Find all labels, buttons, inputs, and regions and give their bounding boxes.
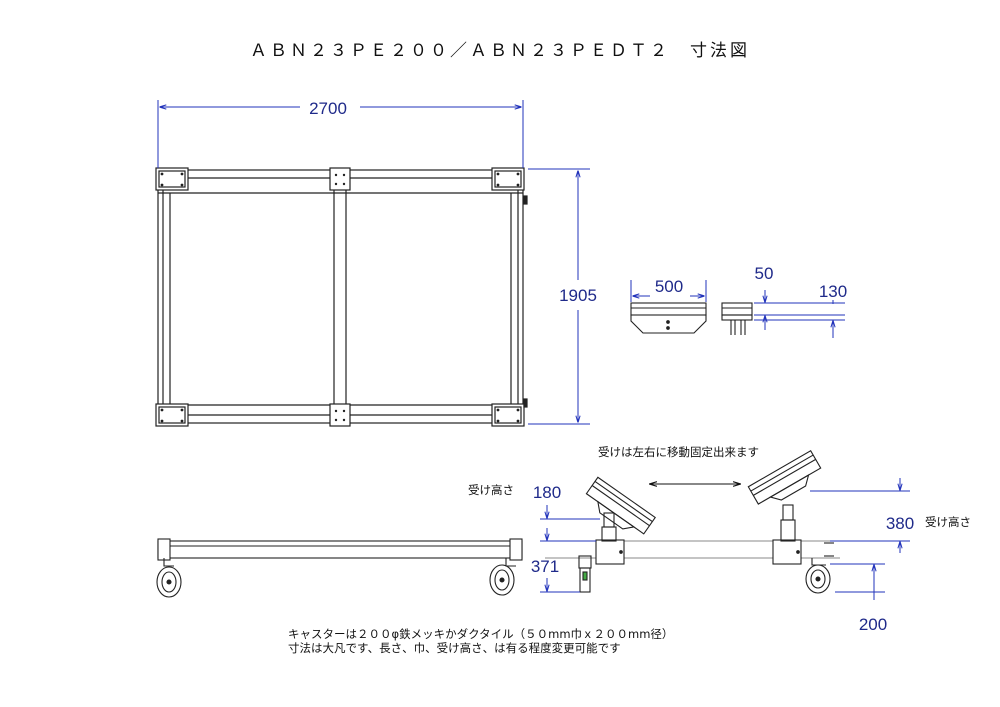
cradle-right xyxy=(747,449,822,505)
dim-bracket-height: 130 xyxy=(819,282,847,301)
drawing-title: ＡＢＮ２３ＰＥ２００／ＡＢＮ２３ＰＥＤＴ２ 寸法図 xyxy=(250,41,750,61)
plan-view xyxy=(155,167,528,427)
side-view xyxy=(156,538,523,598)
cradle-left xyxy=(585,476,656,535)
caster-end-right xyxy=(805,558,831,594)
dim-depth: 1905 xyxy=(559,286,597,305)
bracket-dimensions xyxy=(630,280,845,338)
caster-right xyxy=(489,558,516,596)
plan-frame-outer xyxy=(157,169,524,424)
end-dimensions xyxy=(540,478,910,600)
dim-receiver-left: 180 xyxy=(533,483,561,502)
dim-caster-height: 200 xyxy=(859,615,887,634)
note-caster: キャスターは２００φ鉄メッキかダクタイル（５０mm巾ｘ２００mm径） xyxy=(288,627,674,641)
dim-receiver-right: 380 xyxy=(886,514,914,533)
dim-bracket-thickness: 50 xyxy=(755,264,774,283)
caster-left xyxy=(156,558,182,598)
note-approximate: 寸法は大凡です、長さ、巾、受け高さ、は有る程度変更可能です xyxy=(288,641,621,655)
label-receiver-height-left: 受け高さ xyxy=(468,483,514,497)
dim-frame-height: 371 xyxy=(531,557,559,576)
bolt-holes xyxy=(160,172,520,423)
label-receiver-height-right: 受け高さ xyxy=(925,515,971,529)
plan-dimensions xyxy=(157,100,590,425)
label-movable-note: 受けは左右に移動固定出来ます xyxy=(598,445,759,459)
dim-bracket-width: 500 xyxy=(655,277,683,296)
bracket-detail xyxy=(630,302,753,335)
corner-plate xyxy=(155,167,525,427)
end-view xyxy=(545,449,840,594)
caster-end-left xyxy=(578,555,592,593)
dim-width: 2700 xyxy=(309,99,347,118)
